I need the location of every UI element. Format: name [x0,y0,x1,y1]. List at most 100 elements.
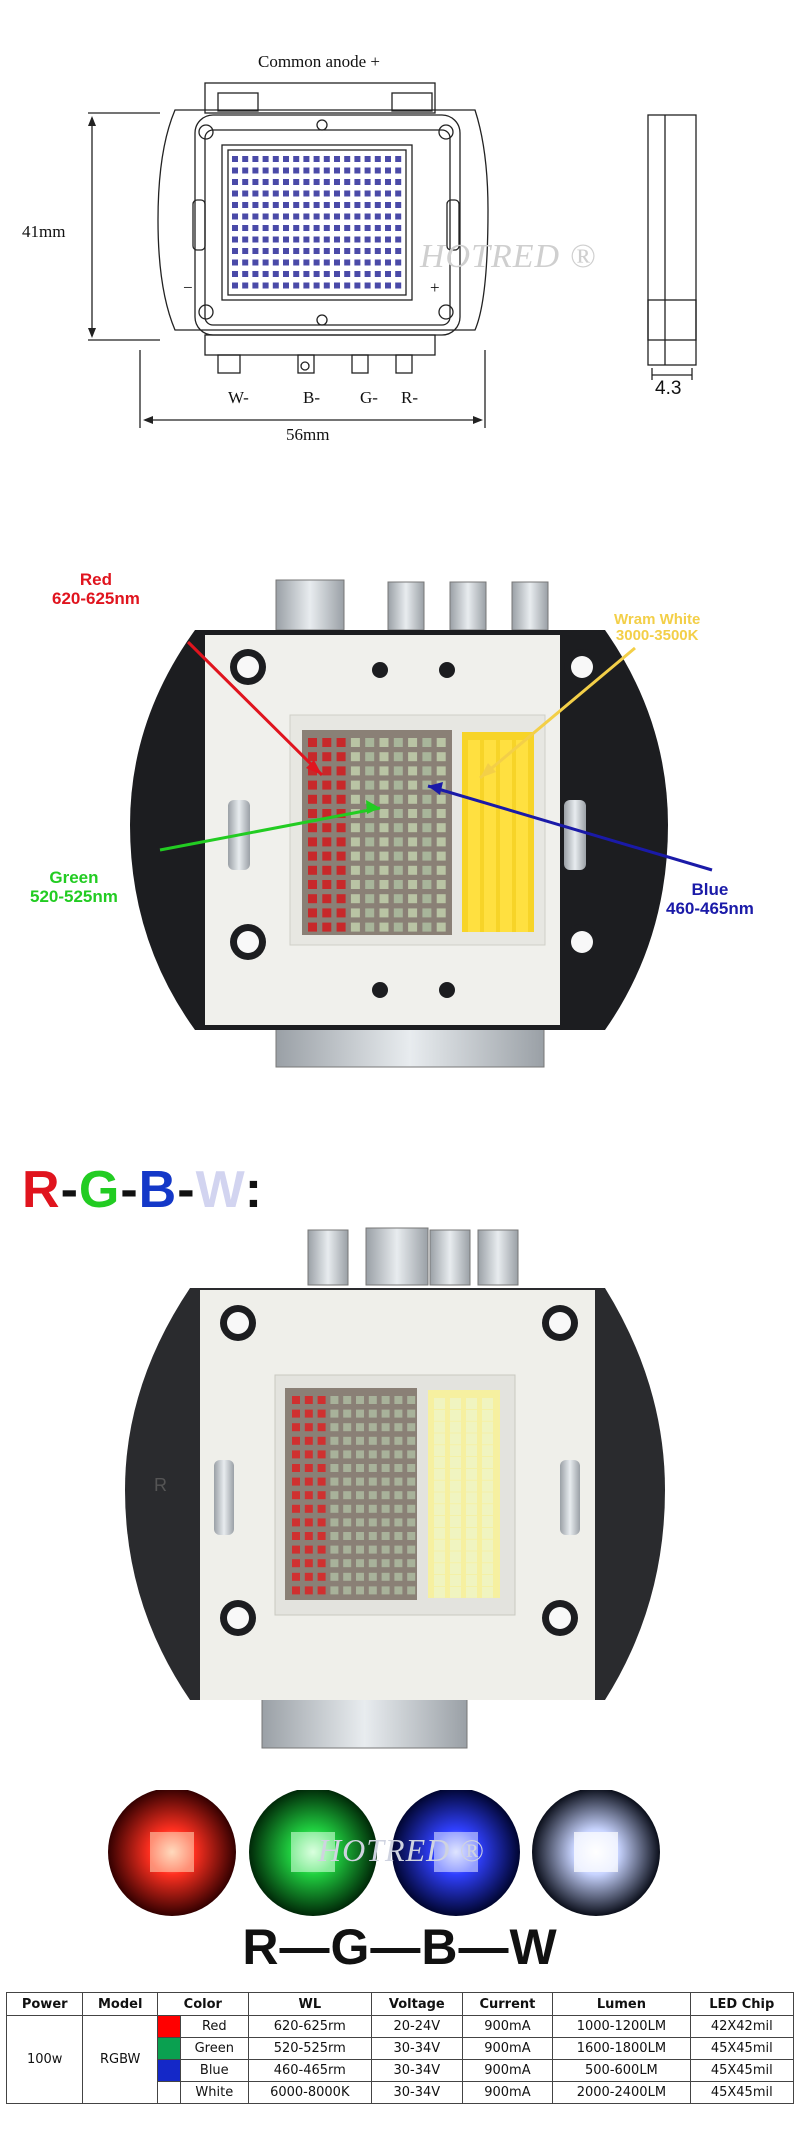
led-die [304,1532,313,1540]
led-die [323,167,330,174]
led-die [500,884,512,896]
led-die [292,1491,300,1500]
led-die [381,1396,390,1404]
model-cell: RGBW [82,2015,159,2104]
header-color: Color [157,1992,249,2016]
led-die [344,190,351,197]
led-die [336,908,346,918]
led-die [393,780,403,790]
led-die [374,282,381,289]
led-die [350,894,360,904]
led-die [272,236,279,243]
led-die [379,780,389,790]
led-die [283,190,289,197]
table-header-row: Power Model Color WL Voltage Current Lum… [5,1992,795,2016]
led-die [408,837,418,847]
led-die [313,271,320,277]
led-die [317,1409,326,1418]
led-die [313,156,320,162]
led-die [293,271,300,277]
led-die [292,1504,300,1513]
led-die [313,248,320,254]
led-die [500,908,512,920]
lumen-cell: 2000-2400LM [552,2081,691,2104]
power-cell: 100w [5,2015,84,2104]
led-die [394,1491,403,1500]
led-die [407,1532,416,1540]
led-die [364,156,371,162]
led-die [407,1436,416,1445]
led-die [354,179,361,185]
wl-cell: 620-625rm [247,2015,373,2038]
led-die [381,1545,390,1554]
led-die [516,824,528,836]
led-die [466,1457,477,1468]
led-die [313,179,320,185]
led-die [482,1409,493,1421]
led-die [516,872,528,884]
led-die [450,1504,461,1516]
led-die [304,1572,313,1581]
led-die [242,248,249,254]
led-die [344,225,351,231]
led-die [292,1464,300,1472]
led-die [334,248,340,254]
led-die [323,225,330,231]
led-die [368,1586,377,1595]
led-die [344,202,351,208]
led-die [323,213,330,220]
led-die [232,225,238,231]
led-die [450,1551,461,1563]
led-die [516,884,528,896]
led-die [308,908,317,918]
led-die [242,202,249,208]
led-die [252,248,259,254]
led-die [466,1516,477,1527]
led-die [343,1545,352,1554]
led-die [379,823,389,833]
led-die [484,872,496,884]
led-die [450,1516,461,1527]
led-die [330,1409,339,1418]
led-die [381,1572,390,1581]
led-die [466,1575,477,1586]
led-die [303,179,310,185]
led-die [385,179,391,185]
led-die [272,248,279,254]
led-die [232,248,238,254]
led-die [350,780,360,790]
led-die [500,764,512,776]
led-die [283,236,289,243]
led-die [293,167,300,174]
led-die [385,282,391,289]
led-die [394,1477,403,1486]
led-die [365,922,375,932]
led-die [385,190,391,197]
led-die [482,1563,493,1575]
led-die [408,794,418,804]
led-die [434,1563,445,1575]
led-die [330,1532,339,1540]
led-die [500,860,512,872]
led-die [516,752,528,764]
led-die [381,1409,390,1418]
voltage-cell: 30-34V [371,2081,463,2104]
led-die [317,1545,326,1554]
led-die [336,780,346,790]
led-die [368,1491,377,1500]
led-die [356,1409,364,1418]
led-die [272,156,279,162]
led-die [262,248,269,254]
led-die [252,259,259,266]
led-die [303,259,310,266]
led-die [422,780,432,790]
led-die [303,271,310,277]
voltage-cell: 30-34V [371,2037,463,2060]
led-die [313,236,320,243]
led-die [368,1477,377,1486]
glow-watermark: HOTRED ® [318,1832,485,1868]
led-die [283,202,289,208]
led-die [365,794,375,804]
led-die [394,1436,403,1445]
led-die [516,860,528,872]
